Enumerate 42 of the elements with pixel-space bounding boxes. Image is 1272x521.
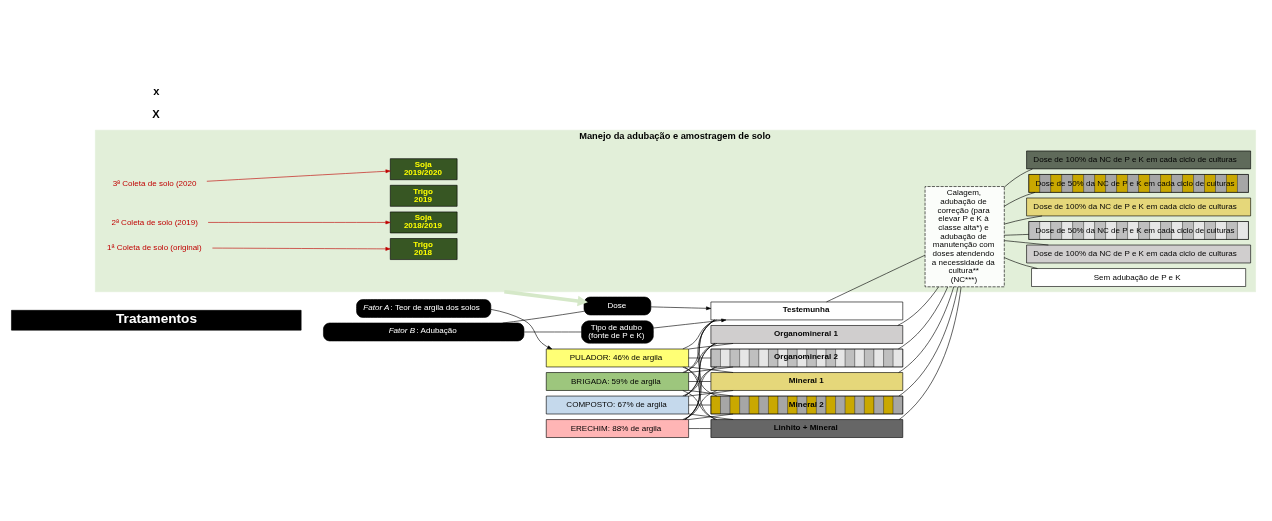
connector [684, 343, 715, 420]
arrow [212, 247, 391, 251]
connector [684, 366, 716, 420]
arrow [206, 169, 391, 182]
connector [898, 286, 948, 350]
connector [688, 366, 734, 373]
connector [684, 343, 716, 397]
connector [1004, 192, 1036, 207]
connector [685, 319, 715, 420]
connector [684, 319, 716, 373]
arrow [650, 306, 712, 311]
connector [682, 390, 718, 420]
connector [502, 311, 585, 324]
connector [688, 381, 712, 382]
connector [688, 428, 712, 429]
connector [688, 357, 712, 359]
connector [1004, 240, 1049, 246]
connector [684, 319, 715, 397]
label: X [152, 108, 160, 121]
connector [826, 254, 926, 303]
arrow [207, 220, 391, 225]
label: x [153, 84, 160, 97]
connector [523, 331, 582, 333]
connector [898, 286, 955, 373]
connector [682, 366, 718, 397]
connector [898, 286, 962, 420]
connector [1004, 257, 1038, 269]
connector [682, 343, 718, 373]
arrow [504, 289, 588, 307]
connector [1004, 234, 1029, 236]
arrow [490, 309, 553, 350]
connector [1004, 215, 1043, 225]
connector [688, 413, 734, 420]
connector [898, 286, 959, 397]
connector [688, 390, 734, 397]
connector [682, 319, 718, 350]
node-box: Tratamentos [11, 310, 302, 331]
connector [688, 404, 712, 406]
connector [1004, 168, 1033, 188]
connector [897, 286, 939, 326]
connector [688, 343, 734, 350]
arrow [653, 318, 727, 329]
